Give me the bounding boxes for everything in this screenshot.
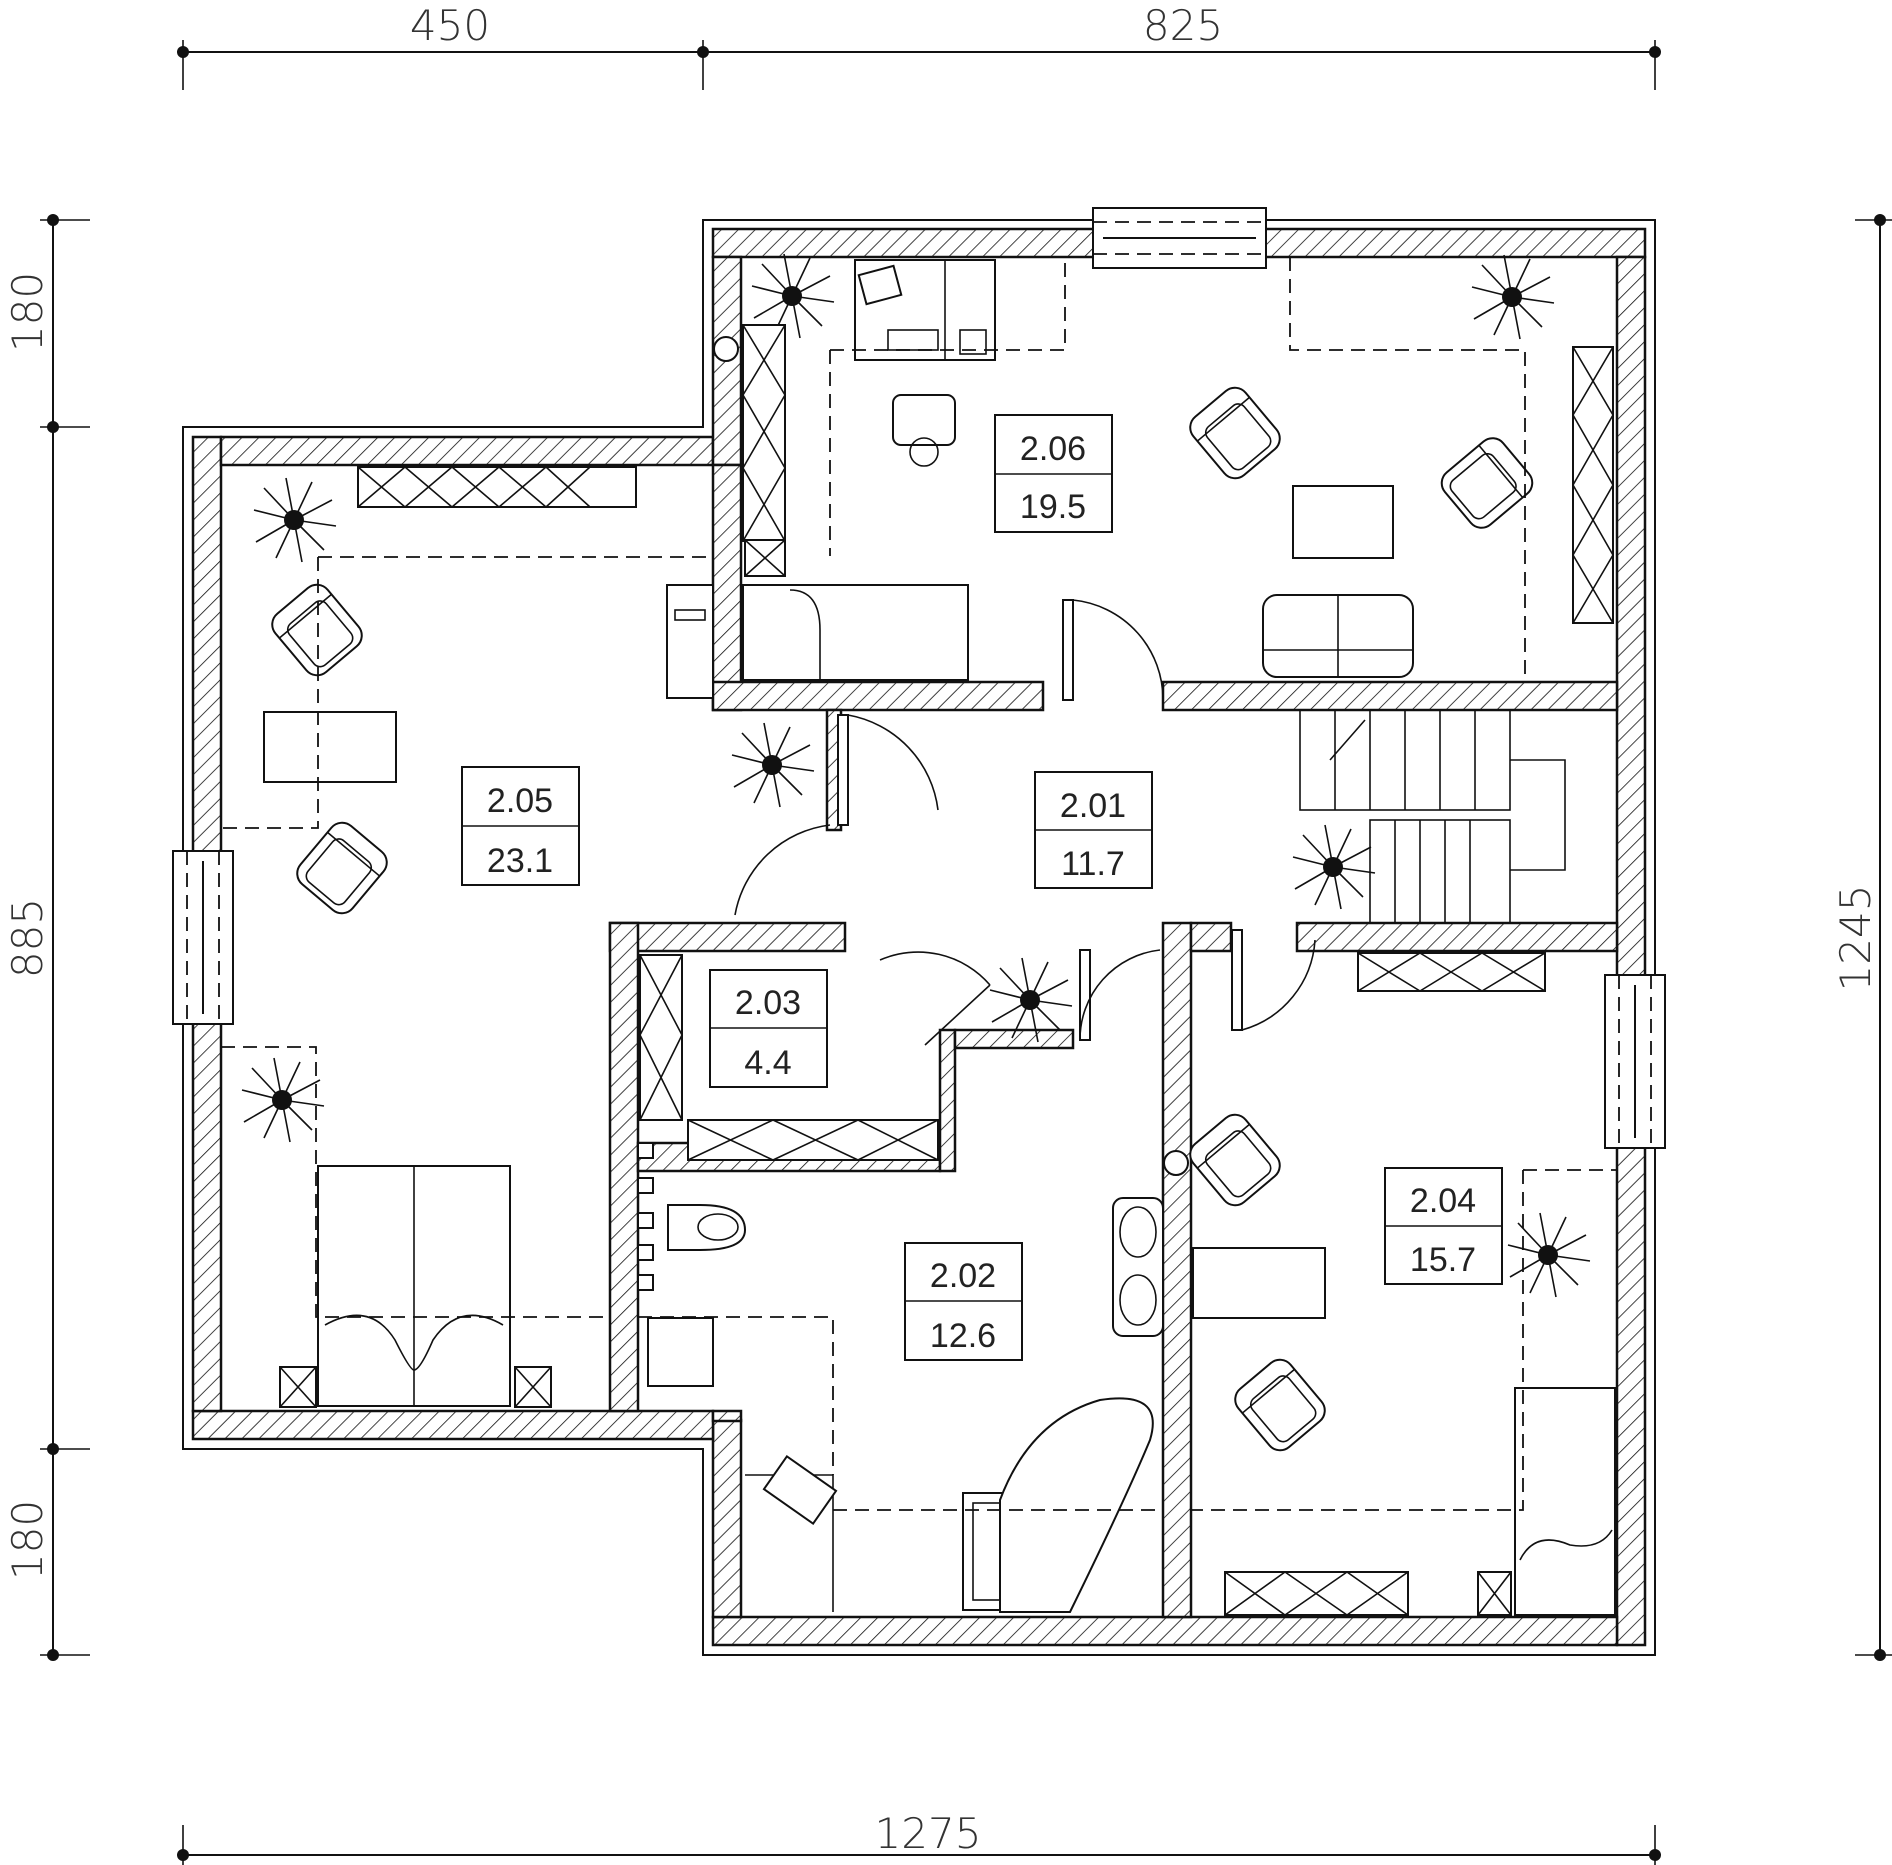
- stairs: [1292, 709, 1566, 924]
- room-203-furniture: [639, 954, 1073, 1161]
- room-201-id: 2.01: [1060, 787, 1126, 825]
- room-label-206: 2.06 19.5: [994, 414, 1113, 533]
- room-206-furniture: [713, 253, 1614, 682]
- room-204-area: 15.7: [1410, 1241, 1476, 1279]
- dimension-left: 180 885 180: [3, 214, 90, 1661]
- window-right: [1604, 974, 1666, 1149]
- room-label-204: 2.04 15.7: [1384, 1167, 1503, 1285]
- window-top: [1092, 207, 1267, 269]
- room-206-id: 2.06: [1020, 430, 1086, 468]
- room-205-area: 23.1: [487, 842, 553, 880]
- room-label-205: 2.05 23.1: [461, 766, 580, 886]
- room-205-furniture: [221, 466, 815, 1408]
- room-label-203: 2.03 4.4: [709, 969, 828, 1088]
- room-203-id: 2.03: [735, 984, 801, 1022]
- room-206-area: 19.5: [1020, 488, 1086, 526]
- dim-left-top: 180: [3, 272, 52, 352]
- dim-bottom: 1275: [875, 1809, 982, 1858]
- dim-top-left: 450: [410, 1, 490, 50]
- doors: [734, 599, 1316, 1046]
- room-204-furniture: [1183, 952, 1617, 1616]
- dim-top-right: 825: [1143, 1, 1223, 50]
- dim-right: 1245: [1831, 885, 1880, 992]
- room-label-201: 2.01 11.7: [1034, 771, 1153, 889]
- room-202-id: 2.02: [930, 1257, 996, 1295]
- room-label-202: 2.02 12.6: [904, 1242, 1023, 1361]
- window-left: [172, 850, 234, 1025]
- room-201-area: 11.7: [1061, 845, 1125, 883]
- room-205-id: 2.05: [487, 782, 553, 820]
- dim-left-middle: 885: [3, 898, 52, 978]
- dimension-right: 1245: [1831, 214, 1892, 1661]
- room-202-area: 12.6: [930, 1317, 996, 1355]
- room-203-area: 4.4: [744, 1044, 791, 1082]
- room-204-id: 2.04: [1410, 1182, 1476, 1220]
- dimension-top: 450 825: [177, 1, 1661, 90]
- radiator-rails: [637, 1142, 654, 1291]
- dimension-bottom: 1275: [177, 1809, 1661, 1865]
- sofa: [1262, 594, 1414, 678]
- room-202-furniture: [637, 1142, 1189, 1613]
- dim-left-bottom: 180: [3, 1500, 52, 1580]
